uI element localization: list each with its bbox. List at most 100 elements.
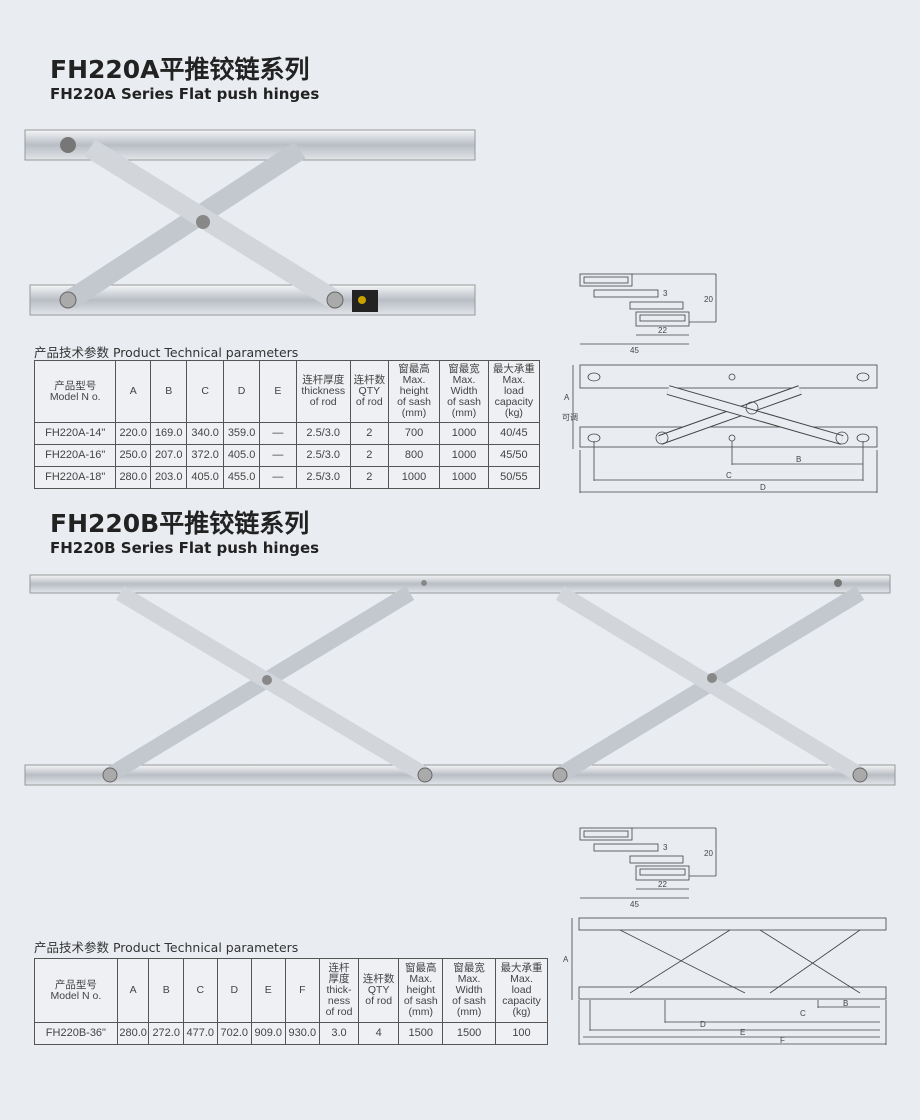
table-cell: 220.0 [115,422,151,445]
table-cell: 1000 [439,444,489,467]
column-header: 窗最高 Max. height of sash (mm) [398,958,444,1023]
label-c: C [726,471,732,480]
column-header: 连杆厚度 thickness of rod [295,360,351,423]
table-cell: 477.0 [182,1022,218,1045]
table-cell: 280.0 [116,1022,150,1045]
column-header: 连杆数 QTY of rod [349,360,389,423]
column-header: 窗最高 Max. height of sash (mm) [387,360,441,423]
table-cell: — [259,444,297,467]
table-cell: 405.0 [222,444,261,467]
column-header: 连杆 厚度 thick- ness of rod [319,958,359,1023]
table-cell: — [259,466,297,489]
table-cell: 2 [349,466,389,489]
column-header: 窗最宽 Max. Width of sash (mm) [442,958,496,1023]
table-cell: 1000 [439,466,489,489]
column-header: 产品型号 Model N o. [33,360,117,423]
section-b-title-en: FH220B Series Flat push hinges [50,539,320,557]
section-a-title-cn: FH220A平推铰链系列 [50,55,310,84]
label-a: A [563,955,569,964]
table-cell: 169.0 [149,422,188,445]
table-cell: — [259,422,297,445]
column-header: D [216,958,253,1023]
dim-3: 3 [663,289,668,298]
table-cell: 700 [387,422,441,445]
table-cell: 340.0 [186,422,224,445]
column-header: 最大承重 Max. load capacity (kg) [495,958,548,1023]
table-cell: 1000 [439,422,489,445]
table-cell: 2 [349,444,389,467]
table-cell: FH220A-18" [33,466,117,489]
table-cell: 930.0 [284,1022,321,1045]
table-cell: FH220A-14" [33,422,117,445]
table-cell: 250.0 [115,444,151,467]
table-cell: 50/55 [487,466,541,489]
section-a-table-caption: 产品技术参数 Product Technical parameters [34,345,299,360]
dim-45: 45 [630,346,639,355]
dim-20: 20 [704,849,713,858]
column-header: 窗最宽 Max. Width of sash (mm) [439,360,489,423]
table-cell: 359.0 [222,422,261,445]
table-cell: 3.0 [319,1022,359,1045]
column-header: A [116,958,150,1023]
table-cell: 40/45 [487,422,541,445]
label-e: E [740,1028,745,1037]
column-header: 连杆数 QTY of rod [357,958,400,1023]
table-cell: 272.0 [148,1022,184,1045]
table-cell: FH220B-36" [34,1022,118,1045]
table-cell: 1000 [387,466,441,489]
table-cell: 702.0 [216,1022,253,1045]
table-cell: 2 [349,422,389,445]
label-b: B [843,999,848,1008]
hinge-b-photo [24,574,896,786]
column-header: B [149,360,188,423]
dim-45: 45 [630,900,639,909]
label-b: B [796,455,801,464]
table-cell: 2.5/3.0 [295,444,351,467]
column-header: E [259,360,297,423]
label-f: F [780,1036,785,1045]
column-header: 最大承重 Max. load capacity (kg) [487,360,541,423]
dim-3: 3 [663,843,668,852]
label-adjustable: 可调 [562,413,578,422]
table-cell: 203.0 [149,466,188,489]
column-header: 产品型号 Model N o. [34,958,118,1023]
label-a: A [564,393,570,402]
column-header: C [186,360,224,423]
column-header: E [251,958,286,1023]
column-header: C [182,958,218,1023]
dim-22: 22 [658,880,667,889]
table-cell: 4 [357,1022,400,1045]
table-cell: FH220A-16" [33,444,117,467]
table-cell: 800 [387,444,441,467]
table-cell: 1500 [398,1022,444,1045]
label-d: D [700,1020,706,1029]
section-a-title-en: FH220A Series Flat push hinges [50,85,320,103]
table-cell: 280.0 [115,466,151,489]
hinge-b-section-diagram [571,827,887,1045]
hinge-a-section-diagram [572,273,878,493]
table-cell: 2.5/3.0 [295,422,351,445]
section-b-title-cn: FH220B平推铰链系列 [50,509,310,538]
dim-20: 20 [704,295,713,304]
label-c: C [800,1009,806,1018]
dim-22: 22 [658,326,667,335]
table-cell: 207.0 [149,444,188,467]
table-cell: 1500 [442,1022,496,1045]
table-cell: 45/50 [487,444,541,467]
table-cell: 372.0 [186,444,224,467]
section-b-table-caption: 产品技术参数 Product Technical parameters [34,940,299,955]
table-cell: 909.0 [251,1022,286,1045]
table-cell: 455.0 [222,466,261,489]
table-cell: 2.5/3.0 [295,466,351,489]
hinge-a-photo [24,129,476,316]
table-cell: 405.0 [186,466,224,489]
